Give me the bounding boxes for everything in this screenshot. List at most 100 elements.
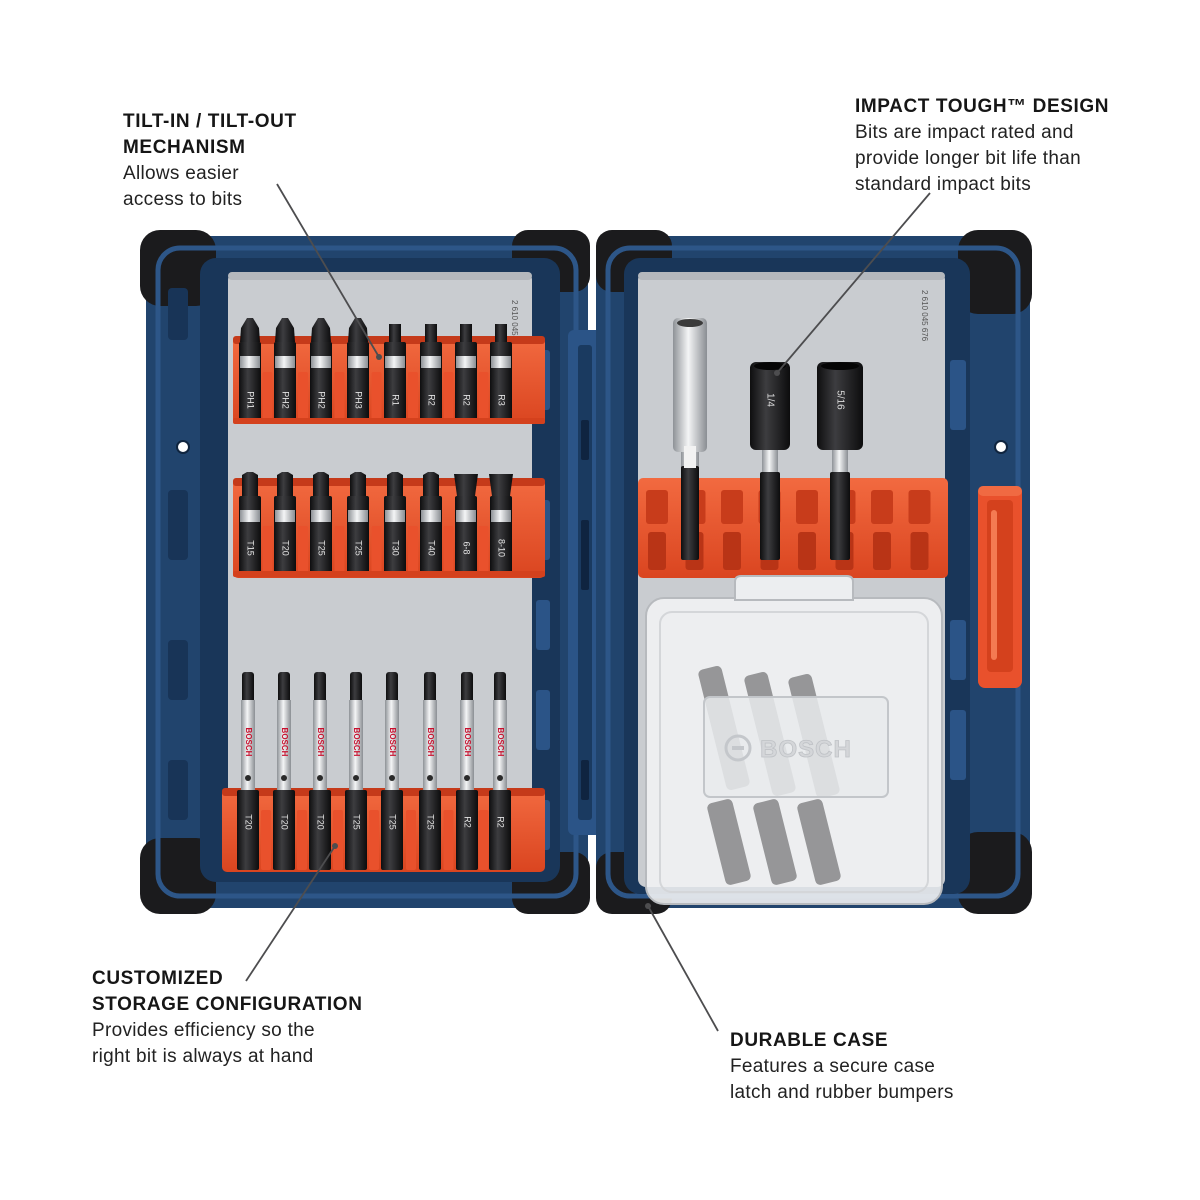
bit-marking (317, 775, 323, 781)
svg-text:BOSCH: BOSCH (352, 728, 361, 757)
callout-body-line: right bit is always at hand (92, 1046, 314, 1067)
bit-band (275, 356, 295, 368)
bit-band (385, 510, 405, 522)
callout-title-line: IMPACT TOUGH™ DESIGN (855, 96, 1110, 117)
box-label-panel (703, 696, 889, 798)
screwdriver-bit: R1 (384, 324, 406, 422)
holder-front-lip (233, 571, 545, 577)
screwdriver-bit: R2 (455, 324, 477, 422)
bit-tip (350, 672, 362, 704)
nutsetter-neck (832, 450, 848, 472)
tray-shadow (638, 272, 945, 280)
svg-text:T25: T25 (352, 814, 362, 830)
tray-code-text: 2 610 045 676 (510, 300, 519, 352)
svg-text:T25: T25 (388, 814, 398, 830)
callout-durable-case: DURABLE CASE Features a secure case latc… (730, 1028, 954, 1106)
bit-body (381, 790, 403, 870)
bit-band (348, 356, 368, 368)
bit-shank (423, 700, 437, 792)
bit-marking (464, 775, 470, 781)
svg-text:5/16: 5/16 (834, 390, 845, 410)
bit-body (239, 496, 261, 575)
bit-band (421, 356, 441, 368)
svg-text:PH2: PH2 (317, 391, 327, 409)
screwdriver-bit: T15 (239, 472, 261, 575)
screwdriver-bit: T25 (347, 472, 369, 575)
bit-tip (495, 324, 507, 342)
bit-band (240, 356, 260, 368)
svg-text:BOSCH: BOSCH (244, 728, 253, 757)
bit-band (240, 510, 260, 522)
bit-band (491, 356, 511, 368)
nutsetter-socket (750, 362, 790, 450)
bit-shank (385, 700, 399, 792)
box-brand-text: BOSCH (760, 736, 852, 763)
holder-slot (796, 490, 818, 524)
holder-slot (873, 532, 891, 570)
holder-divider (262, 372, 273, 424)
bit-body (384, 342, 406, 422)
leader-end-dot (376, 354, 382, 360)
side-notch (168, 640, 188, 700)
callout-body-line: provide longer bit life than (855, 148, 1081, 169)
callout-body-line: access to bits (123, 189, 243, 210)
callout-title-line: STORAGE CONFIGURATION (92, 994, 363, 1015)
bit-body (345, 790, 367, 870)
side-notch (168, 490, 188, 560)
socket-opening (754, 362, 786, 370)
bit-marking (497, 775, 503, 781)
bit-body (274, 496, 296, 575)
svg-text:T20: T20 (316, 814, 326, 830)
power-bit: BOSCH T20 (237, 672, 259, 870)
leader-end-dot (645, 903, 651, 909)
svg-text:8-10: 8-10 (497, 539, 507, 557)
svg-text:PH2: PH2 (281, 391, 291, 409)
box-latch-tab (734, 575, 854, 601)
wall-notch (950, 360, 966, 430)
bosch-logo-icon-bar (732, 746, 744, 750)
callout-body-line: latch and rubber bumpers (730, 1082, 954, 1103)
bit-body (420, 342, 442, 422)
bit-tip (386, 672, 398, 704)
power-bit: BOSCH T25 (345, 672, 367, 870)
hang-hole (176, 440, 190, 454)
bit-tip (425, 324, 437, 342)
screwdriver-bit: 6-8 (454, 474, 478, 575)
nutsetter: 1/4 (750, 362, 790, 560)
svg-text:T20: T20 (281, 540, 291, 556)
bit-body (420, 496, 442, 575)
side-notch (168, 288, 188, 340)
bit-tip (275, 318, 295, 342)
holder-divider (371, 372, 382, 424)
svg-text:BOSCH: BOSCH (496, 728, 505, 757)
holder-slot (798, 532, 816, 570)
svg-text:T20: T20 (280, 814, 290, 830)
bit-body (274, 342, 296, 422)
side-notch (168, 760, 188, 820)
bit-marking (427, 775, 433, 781)
bit-tip (311, 318, 331, 342)
holder-shelf (638, 478, 948, 578)
svg-text:T15: T15 (246, 540, 256, 556)
tray-shadow (228, 272, 532, 280)
callout-title-line: CUSTOMIZED (92, 968, 224, 989)
bit-marking (389, 775, 395, 781)
holder-divider (297, 810, 307, 870)
nutsetter-brand-band (684, 446, 696, 468)
callout-body-line: Allows easier (123, 163, 239, 184)
bit-tip (454, 474, 478, 496)
callout-tilt-mechanism: TILT-IN / TILT-OUT MECHANISM Allows easi… (123, 109, 297, 213)
screwdriver-bit: R3 (490, 324, 512, 422)
svg-text:T20: T20 (244, 814, 254, 830)
callout-body-line: Provides efficiency so the (92, 1020, 315, 1041)
leader-line-storage (245, 845, 336, 982)
holder-divider (443, 372, 454, 424)
bit-body (384, 496, 406, 575)
callout-body-line: Features a secure case (730, 1056, 936, 1077)
power-bit-row: BOSCHT20BOSCHT20BOSCHT20BOSCHT25BOSCHT25… (237, 672, 511, 870)
